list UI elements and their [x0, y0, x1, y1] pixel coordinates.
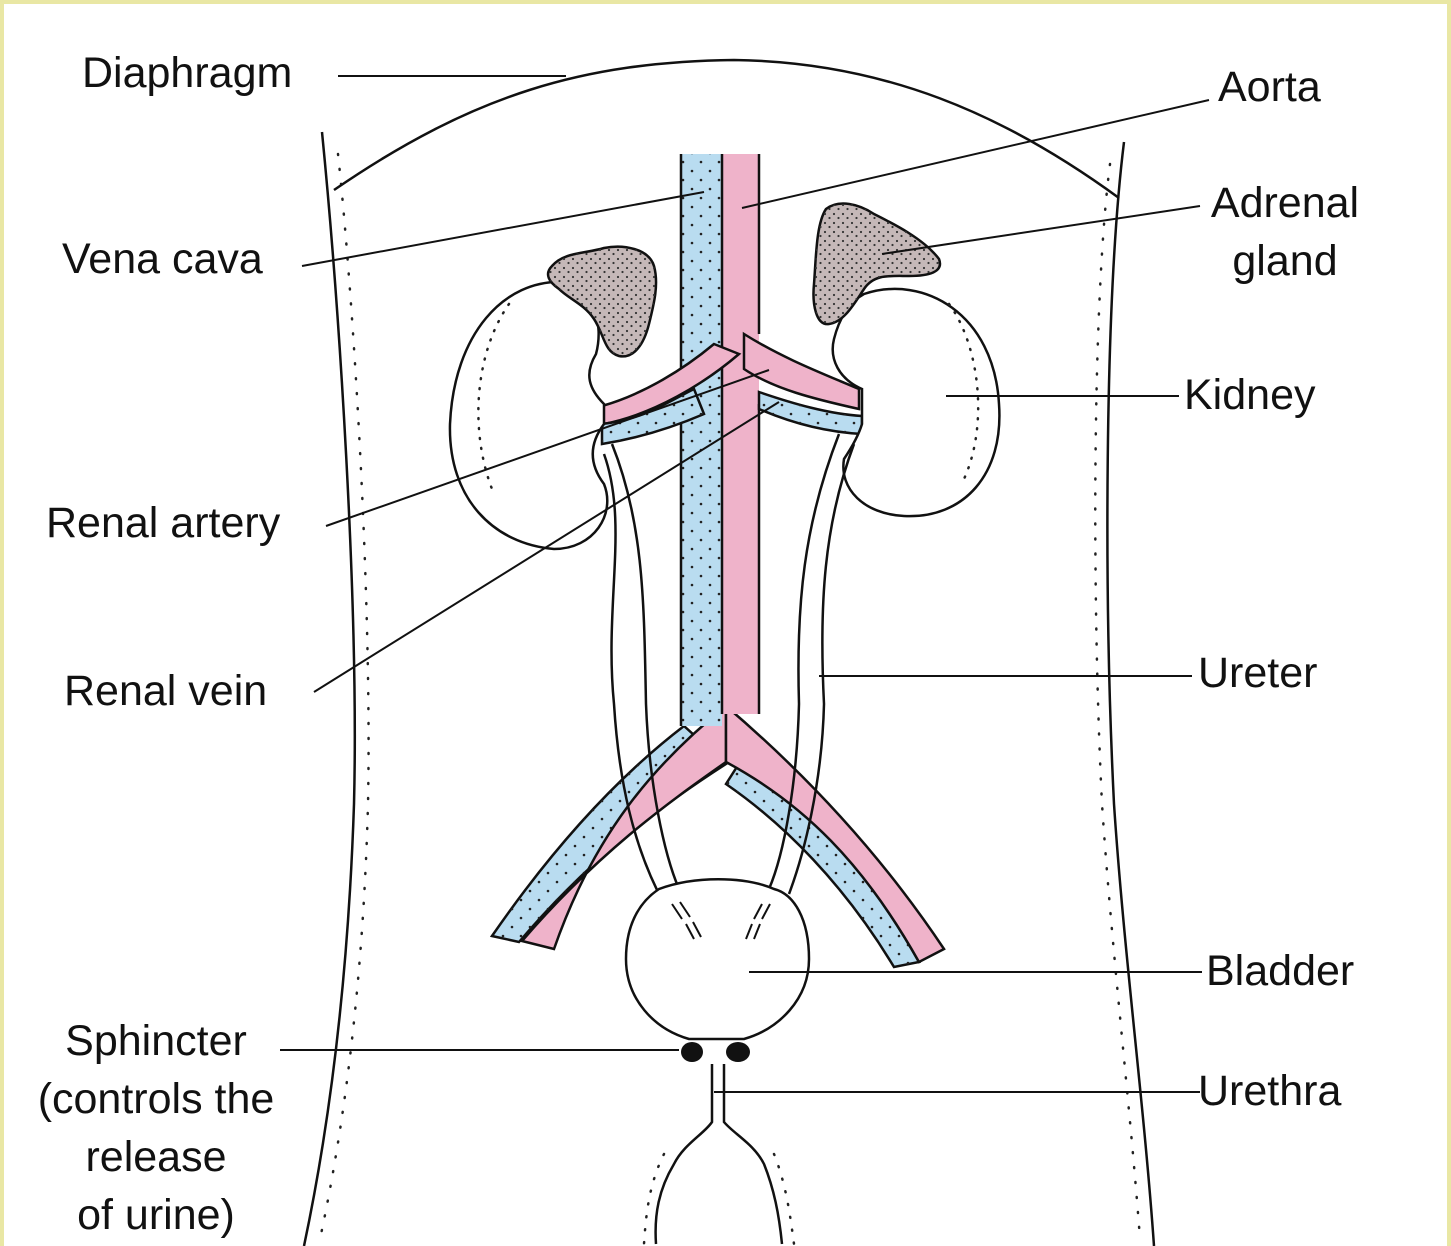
pelvic-stipple	[644, 1154, 794, 1244]
label-sphincter-line4: of urine)	[18, 1186, 294, 1244]
label-renal-vein: Renal vein	[64, 662, 267, 720]
label-bladder: Bladder	[1206, 942, 1354, 1000]
label-sphincter-line3: release	[18, 1128, 294, 1186]
left-kidney	[450, 282, 607, 549]
sphincter	[681, 1042, 750, 1062]
aorta-leader	[742, 100, 1209, 208]
label-vena-cava: Vena cava	[62, 230, 263, 288]
label-renal-artery: Renal artery	[46, 494, 280, 552]
label-ureter: Ureter	[1198, 644, 1317, 702]
label-aorta: Aorta	[1218, 58, 1321, 116]
label-sphincter-line1: Sphincter	[18, 1012, 294, 1070]
label-adrenal-gland: Adrenal gland	[1200, 174, 1370, 290]
label-kidney: Kidney	[1184, 366, 1315, 424]
label-sphincter-line2: (controls the	[18, 1070, 294, 1128]
vena-cava	[681, 154, 722, 726]
label-adrenal-gland-line1: Adrenal	[1200, 174, 1370, 232]
label-sphincter: Sphincter (controls the release of urine…	[18, 1012, 294, 1244]
label-diaphragm: Diaphragm	[82, 44, 292, 102]
label-urethra: Urethra	[1198, 1062, 1341, 1120]
adrenal-gland-leader	[882, 206, 1200, 254]
diagram-canvas: Diaphragm Aorta Vena cava Adrenal gland …	[4, 4, 1447, 1246]
label-adrenal-gland-line2: gland	[1200, 232, 1370, 290]
bladder	[626, 879, 809, 1039]
